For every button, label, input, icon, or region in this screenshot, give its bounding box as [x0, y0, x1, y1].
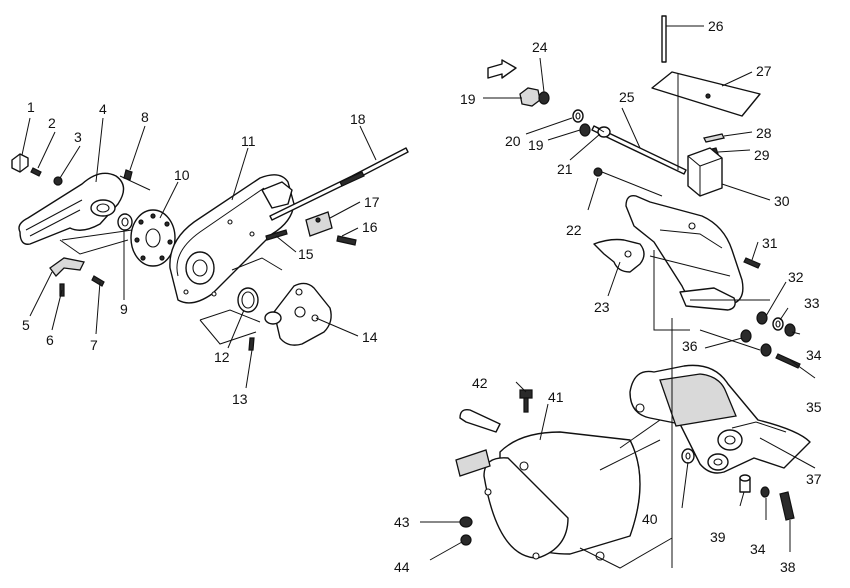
callout-21: 21 — [557, 161, 573, 177]
callout-25: 25 — [619, 89, 635, 105]
callout-14: 14 — [362, 329, 378, 345]
part-8-screw — [123, 169, 133, 181]
callout-34-b: 34 — [750, 541, 766, 557]
part-22-nut — [593, 167, 603, 177]
part-3-nut — [53, 176, 63, 186]
part-19-nut — [519, 87, 541, 107]
callout-23: 23 — [594, 299, 610, 315]
callout-1: 1 — [27, 99, 35, 115]
callout-9: 9 — [120, 301, 128, 317]
callout-5: 5 — [22, 317, 30, 333]
part-43-washer — [459, 516, 473, 528]
part-18-cable — [269, 147, 409, 221]
callout-33: 33 — [804, 295, 820, 311]
callout-4: 4 — [99, 101, 107, 117]
part-27-cover-plate — [651, 71, 761, 117]
callout-15: 15 — [298, 246, 314, 262]
callout-28: 28 — [756, 125, 772, 141]
callout-2: 2 — [48, 115, 56, 131]
part-41-drum-housing — [455, 408, 641, 561]
part-37-lower-frame — [629, 364, 811, 474]
right-assembly — [455, 15, 811, 561]
part-36-bushing — [740, 329, 752, 343]
part-38-bolt — [779, 491, 795, 521]
callout-22: 22 — [566, 222, 582, 238]
part-10-flange-disc — [130, 209, 176, 267]
part-39-bushing — [739, 474, 751, 493]
callout-44: 44 — [394, 559, 410, 575]
callout-34-a: 34 — [806, 347, 822, 363]
part-4-lever-plate — [18, 172, 125, 245]
part-1-cap — [11, 153, 29, 173]
part-35-bolt — [775, 353, 801, 369]
callout-27: 27 — [756, 63, 772, 79]
callout-42: 42 — [472, 375, 488, 391]
callout-19-top: 19 — [460, 91, 476, 107]
part-32-bushing — [756, 311, 768, 325]
part-34-washer-b — [760, 343, 772, 357]
callout-13: 13 — [232, 391, 248, 407]
callout-36: 36 — [682, 338, 698, 354]
part-17-bracket — [305, 211, 333, 237]
part-33-washer — [772, 317, 784, 331]
callout-39: 39 — [710, 529, 726, 545]
callout-3: 3 — [74, 129, 82, 145]
part-23-bracket — [593, 238, 645, 273]
callout-labels: 1 2 3 4 5 6 7 8 9 10 11 12 13 14 15 16 1… — [22, 18, 822, 575]
callout-12: 12 — [214, 349, 230, 365]
part-34-washer — [784, 323, 796, 337]
part-19-nut-lower — [579, 123, 591, 137]
part-31-bolt — [743, 257, 761, 269]
part-14-plate — [264, 282, 332, 346]
callout-20: 20 — [505, 133, 521, 149]
callout-31: 31 — [762, 235, 778, 251]
callout-10: 10 — [174, 167, 190, 183]
callout-7: 7 — [90, 337, 98, 353]
left-assembly — [11, 147, 409, 351]
callout-8: 8 — [141, 109, 149, 125]
callout-16: 16 — [362, 219, 378, 235]
part-15-pin — [265, 229, 288, 241]
callout-38: 38 — [780, 559, 796, 575]
part-12-o-ring — [237, 287, 259, 313]
part-9-washer — [117, 213, 133, 231]
callout-32: 32 — [788, 269, 804, 285]
part-13-bolt — [248, 337, 255, 351]
part-44-nut — [460, 534, 472, 546]
part-2-screw — [30, 167, 42, 177]
callout-24: 24 — [532, 39, 548, 55]
part-28-spring — [703, 133, 725, 143]
leader-lines — [21, 25, 816, 569]
part-42-bolt — [519, 389, 533, 413]
part-30-block — [687, 147, 723, 197]
part-20-washer — [572, 109, 584, 123]
callout-37: 37 — [806, 471, 822, 487]
part-40-washer — [681, 448, 695, 464]
upper-frame-bracket — [625, 195, 744, 311]
callout-43: 43 — [394, 514, 410, 530]
callout-29: 29 — [754, 147, 770, 163]
callout-11: 11 — [241, 133, 256, 149]
part-5-latch — [49, 257, 85, 277]
part-34-washer-c — [760, 486, 770, 498]
part-11-housing — [169, 174, 295, 304]
part-7-bolt — [91, 275, 105, 287]
direction-arrow — [487, 59, 517, 79]
part-16-bolt — [336, 235, 357, 246]
callout-17: 17 — [364, 194, 380, 210]
part-26-rod — [661, 15, 667, 63]
callout-30: 30 — [774, 193, 790, 209]
callout-6: 6 — [46, 332, 54, 348]
callout-26: 26 — [708, 18, 724, 34]
callout-40: 40 — [642, 511, 658, 527]
callout-18: 18 — [350, 111, 366, 127]
callout-41: 41 — [548, 389, 564, 405]
callout-19-lower: 19 — [528, 137, 544, 153]
part-24-washer — [538, 91, 550, 105]
callout-35: 35 — [806, 399, 822, 415]
part-21-shaft — [591, 125, 687, 175]
